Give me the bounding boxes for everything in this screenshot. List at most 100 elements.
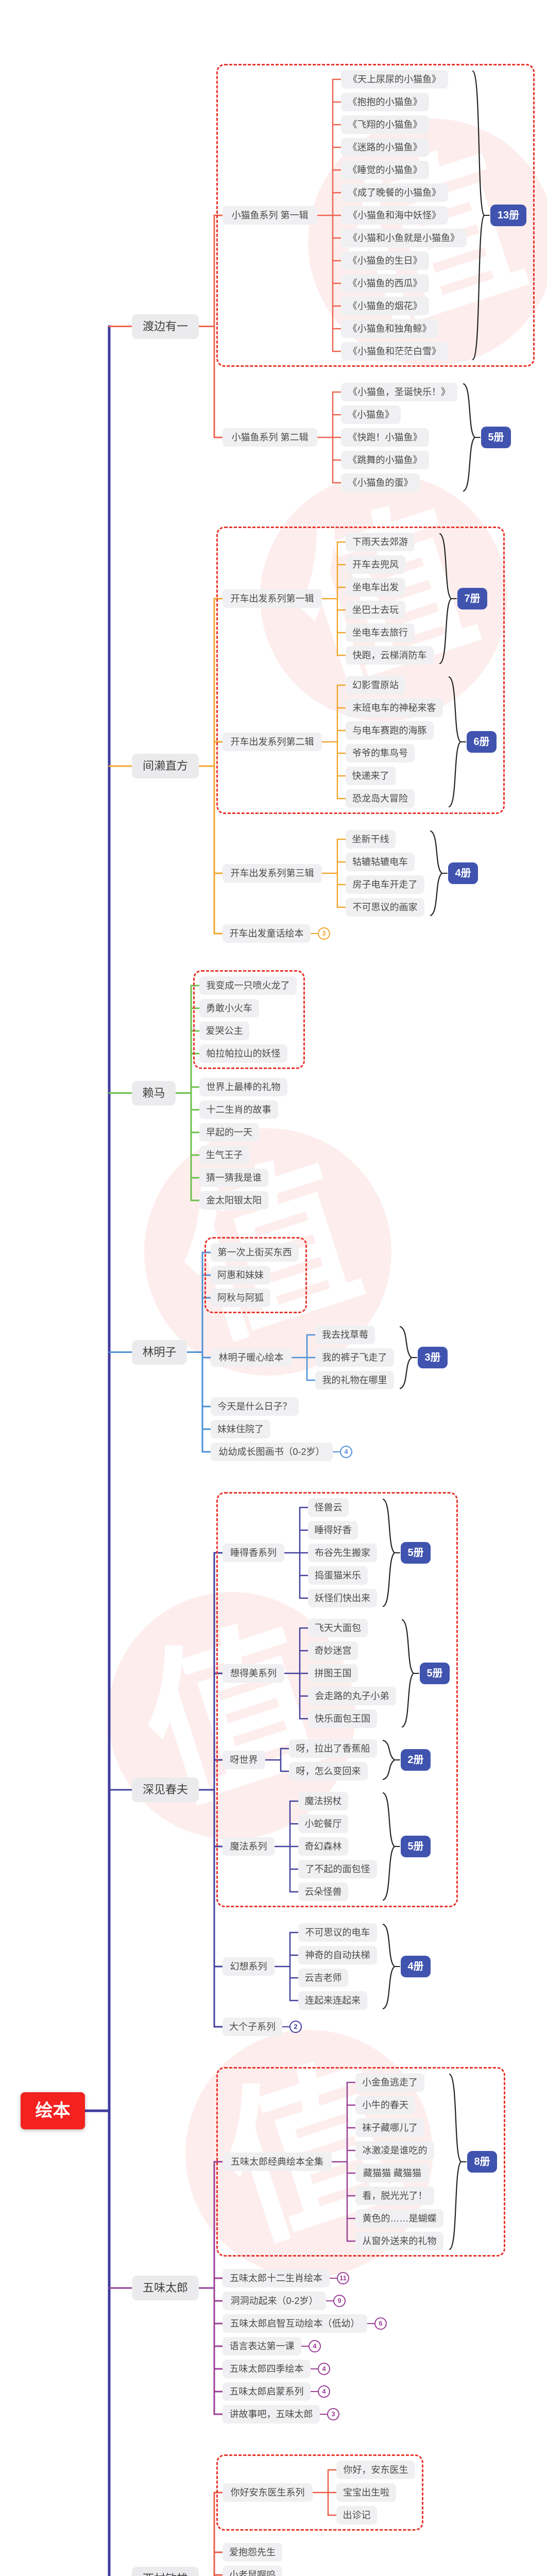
- book-topic[interactable]: 《成了晚餐的小猫鱼》: [341, 183, 448, 202]
- series-topic[interactable]: 林明子暖心绘本: [211, 1348, 292, 1367]
- book-topic[interactable]: 《飞翔的小猫鱼》: [341, 115, 429, 134]
- collapsed-count-circle[interactable]: 4: [318, 2363, 330, 2375]
- book-topic[interactable]: 开车出发童话绘本: [223, 924, 311, 943]
- author-branch-topic[interactable]: 渡边有一: [132, 314, 199, 339]
- book-topic[interactable]: 快乐面包王国: [308, 1709, 377, 1728]
- book-topic[interactable]: 恐龙岛大冒险: [346, 789, 415, 808]
- series-topic[interactable]: 开车出发系列第二辑: [223, 733, 322, 751]
- book-topic[interactable]: 睡得好香: [308, 1521, 358, 1539]
- book-topic[interactable]: 奇妙迷宫: [308, 1641, 358, 1660]
- book-topic[interactable]: 不可思议的画家: [346, 898, 424, 917]
- book-topic[interactable]: 妖怪们快出来: [308, 1589, 377, 1607]
- book-topic[interactable]: 小金鱼逃走了: [355, 2073, 424, 2092]
- book-topic[interactable]: 下雨天去郊游: [346, 533, 415, 551]
- book-topic[interactable]: 呀，怎么变回来: [289, 1762, 368, 1781]
- book-topic[interactable]: 《小猫和小鱼就是小猫鱼》: [341, 229, 467, 247]
- book-topic[interactable]: 《天上尿尿的小猫鱼》: [341, 70, 448, 89]
- series-topic[interactable]: 魔法系列: [223, 1837, 275, 1856]
- book-topic[interactable]: 第一次上街买东西: [211, 1243, 299, 1262]
- book-topic[interactable]: 五味太郎启蒙系列: [223, 2382, 311, 2401]
- book-topic[interactable]: 我去找草莓: [315, 1326, 375, 1344]
- book-topic[interactable]: 《跳舞的小猫鱼》: [341, 451, 429, 469]
- book-topic[interactable]: 云朵怪兽: [298, 1883, 348, 1901]
- collapsed-count-circle[interactable]: 6: [374, 2317, 387, 2330]
- book-topic[interactable]: 怪兽云: [308, 1498, 349, 1517]
- book-topic[interactable]: 神奇的自动扶梯: [298, 1946, 377, 1964]
- book-topic[interactable]: 语言表达第一课: [223, 2337, 301, 2355]
- book-topic[interactable]: 爱抱怨先生: [223, 2543, 282, 2562]
- book-topic[interactable]: 爱哭公主: [199, 1022, 249, 1040]
- book-topic[interactable]: 呀，拉出了香蕉船: [289, 1739, 377, 1758]
- book-topic[interactable]: 阿秋与阿狐: [211, 1289, 270, 1307]
- book-topic[interactable]: 《睡觉的小猫鱼》: [341, 161, 429, 179]
- book-topic[interactable]: 《小猫鱼的西瓜》: [341, 274, 429, 293]
- book-topic[interactable]: 妹妹住院了: [211, 1420, 270, 1438]
- book-topic[interactable]: 宝宝出生啦: [336, 2483, 396, 2502]
- book-topic[interactable]: 奇幻森林: [298, 1837, 348, 1856]
- collapsed-count-circle[interactable]: 3: [318, 927, 330, 940]
- series-topic[interactable]: 你好安东医生系列: [223, 2483, 313, 2502]
- book-topic[interactable]: 布谷先生搬家: [308, 1544, 377, 1562]
- author-branch-topic[interactable]: 林明子: [132, 1340, 187, 1365]
- book-topic[interactable]: 与电车赛跑的海豚: [346, 721, 434, 740]
- book-topic[interactable]: 房子电车开走了: [346, 875, 424, 894]
- collapsed-count-circle[interactable]: 11: [337, 2272, 349, 2284]
- collapsed-count-circle[interactable]: 2: [289, 2021, 302, 2033]
- book-topic[interactable]: 《快跑！小猫鱼》: [341, 428, 429, 447]
- book-topic[interactable]: 快跑，云梯消防车: [346, 646, 434, 665]
- book-topic[interactable]: 你好，安东医生: [336, 2461, 415, 2479]
- book-topic[interactable]: 坐电车出发: [346, 578, 405, 597]
- root-topic[interactable]: 绘本: [21, 2092, 85, 2129]
- book-topic[interactable]: 《小猫鱼，圣诞快乐！》: [341, 383, 457, 401]
- book-topic[interactable]: 出诊记: [336, 2506, 377, 2524]
- book-topic[interactable]: 末班电车的神秘来客: [346, 699, 443, 717]
- collapsed-count-circle[interactable]: 4: [318, 2385, 330, 2398]
- book-topic[interactable]: 坐电车去旅行: [346, 623, 415, 642]
- book-topic[interactable]: 金太阳银太阳: [199, 1191, 268, 1210]
- author-branch-topic[interactable]: 西村敏雄: [132, 2567, 199, 2576]
- book-topic[interactable]: 《小猫鱼的生日》: [341, 251, 429, 270]
- collapsed-count-circle[interactable]: 3: [327, 2408, 339, 2420]
- collapsed-count-circle[interactable]: 9: [333, 2295, 346, 2307]
- author-branch-topic[interactable]: 赖马: [132, 1080, 176, 1106]
- book-topic[interactable]: 《抱抱的小猫鱼》: [341, 93, 429, 111]
- author-branch-topic[interactable]: 间濑直方: [132, 754, 199, 778]
- book-topic[interactable]: 连起来连起来: [298, 1991, 367, 2010]
- book-topic[interactable]: 袜子藏哪儿了: [355, 2119, 424, 2137]
- book-topic[interactable]: 《小猫鱼的蛋》: [341, 473, 420, 492]
- book-topic[interactable]: 幻影雪原站: [346, 676, 405, 694]
- book-topic[interactable]: 从窗外送来的礼物: [355, 2232, 443, 2250]
- book-topic[interactable]: 世界上最棒的礼物: [199, 1078, 287, 1096]
- book-topic[interactable]: 《小猫鱼和茫茫白雪》: [341, 342, 448, 361]
- book-topic[interactable]: 小老鼠啊呜: [223, 2566, 282, 2576]
- book-topic[interactable]: 《小猫鱼》: [341, 405, 401, 424]
- book-topic[interactable]: 五味太郎十二生肖绘本: [223, 2269, 330, 2287]
- book-topic[interactable]: 坐新干线: [346, 830, 396, 849]
- author-branch-topic[interactable]: 深见春夫: [132, 1777, 199, 1802]
- book-topic[interactable]: 会走路的丸子小弟: [308, 1687, 396, 1705]
- book-topic[interactable]: 洞洞动起来（0-2岁）: [223, 2292, 326, 2310]
- collapsed-count-circle[interactable]: 4: [309, 2340, 321, 2352]
- book-topic[interactable]: 了不起的面包怪: [298, 1860, 377, 1878]
- book-topic[interactable]: 云吉老师: [298, 1969, 348, 1987]
- series-topic[interactable]: 开车出发系列第三辑: [223, 864, 322, 883]
- book-topic[interactable]: 勇敢小火车: [199, 999, 259, 1018]
- book-topic[interactable]: 小蛇餐厅: [298, 1815, 348, 1833]
- collapsed-count-circle[interactable]: 4: [340, 1446, 352, 1458]
- book-topic[interactable]: 开车去兜风: [346, 555, 405, 574]
- series-topic[interactable]: 幻想系列: [223, 1957, 275, 1976]
- series-topic[interactable]: 开车出发系列第一辑: [223, 589, 322, 608]
- book-topic[interactable]: 五味太郎四季绘本: [223, 2360, 311, 2378]
- book-topic[interactable]: 帕拉帕拉山的妖怪: [199, 1044, 287, 1063]
- book-topic[interactable]: 幼幼成长图画书（0-2岁）: [211, 1443, 333, 1461]
- book-topic[interactable]: 魔法拐杖: [298, 1792, 348, 1810]
- book-topic[interactable]: 我的礼物在哪里: [315, 1371, 394, 1389]
- book-topic[interactable]: 坐巴士去玩: [346, 601, 405, 619]
- series-topic[interactable]: 五味太郎经典绘本全集: [223, 2153, 332, 2171]
- book-topic[interactable]: 《小猫鱼和独角鲸》: [341, 319, 438, 338]
- book-topic[interactable]: 讲故事吧，五味太郎: [223, 2405, 320, 2424]
- book-topic[interactable]: 冰激凌是谁吃的: [355, 2141, 434, 2160]
- book-topic[interactable]: 看，脱光光了！: [355, 2187, 434, 2205]
- series-topic[interactable]: 小猫鱼系列 第二辑: [223, 428, 317, 447]
- series-topic[interactable]: 睡得香系列: [223, 1544, 284, 1562]
